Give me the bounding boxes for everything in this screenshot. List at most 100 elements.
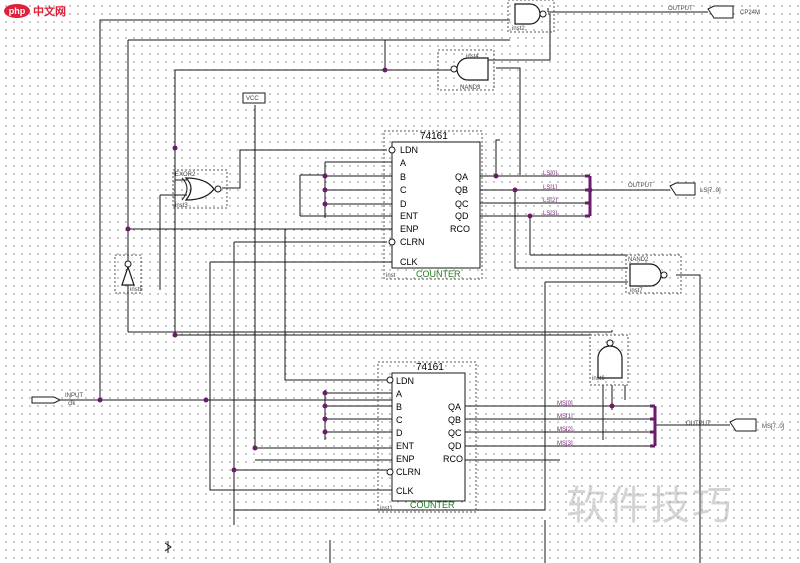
- bus-label-ls0: LS[0]: [543, 171, 557, 177]
- ldn-bubble: [388, 146, 396, 154]
- pin-qa: QA: [455, 172, 468, 182]
- pin-b: B: [400, 172, 406, 182]
- nand-right-label: NAND2: [628, 257, 649, 263]
- junction-dot: [231, 467, 237, 473]
- junction-dot: [322, 173, 328, 179]
- pin-c: C: [396, 415, 403, 425]
- junction-dot: [493, 173, 499, 179]
- cp-port-label: OUTPUT: [668, 6, 693, 12]
- pin-qc: QC: [448, 428, 462, 438]
- pin-rco: RCO: [443, 454, 463, 464]
- junction-dot: [97, 397, 103, 403]
- pin-d: D: [396, 428, 403, 438]
- pin-rco: RCO: [450, 224, 470, 234]
- nand-top-inst: inst2: [512, 26, 525, 32]
- junction-dot: [527, 213, 533, 219]
- pin-ldn: LDN: [400, 145, 418, 155]
- junction-dot: [172, 332, 178, 338]
- junction-dot: [172, 145, 178, 151]
- ms-port-label: OUTPUT: [686, 421, 711, 427]
- marker-symbol: [164, 541, 172, 553]
- output-port-cp24m[interactable]: OUTPUT CP24M: [668, 5, 760, 19]
- bus-label-ls2: LS[2]: [543, 198, 557, 204]
- nand-gate-right[interactable]: NAND2 inst7: [625, 254, 682, 294]
- nand-mid-label: NAND3: [460, 85, 481, 91]
- nand-gate-mid[interactable]: inst4 NAND3: [437, 49, 495, 91]
- pin-qc: QC: [455, 199, 469, 209]
- output-port-ls[interactable]: OUTPUT LS[7..0]: [628, 182, 721, 196]
- ms-port-name: MS[7..0]: [762, 424, 785, 430]
- xnor-inst: inst3: [175, 203, 188, 209]
- php-logo: php 中文网: [3, 3, 93, 24]
- junction-dot: [203, 397, 209, 403]
- bus-label-ms0: MS[0]: [557, 401, 573, 407]
- bus-label-ms1: MS[1]: [557, 414, 573, 420]
- bus-label-ms3: MS[3]: [557, 441, 573, 447]
- wires: [60, 8, 730, 563]
- counter-top-part: 74161: [420, 131, 448, 142]
- pin-clrn: CLRN: [400, 237, 425, 247]
- counter-top-footer: COUNTER: [416, 269, 461, 279]
- pin-a: A: [396, 389, 402, 399]
- inverter-left-inst: inst5: [130, 287, 143, 293]
- pin-enp: ENP: [396, 454, 415, 464]
- pin-clk: CLK: [400, 257, 418, 267]
- input-port-name: clk: [68, 401, 76, 407]
- pin-enp: ENP: [400, 224, 419, 234]
- junction-dot: [252, 445, 258, 451]
- output-port-ms[interactable]: OUTPUT MS[7..0]: [686, 418, 785, 432]
- counter-74161-bottom[interactable]: 74161 LDN A B C D ENT ENP CLRN CLK QA QB…: [377, 361, 477, 513]
- junction-dot: [322, 201, 328, 207]
- bus-ms: [650, 404, 657, 448]
- junction-dot: [322, 403, 328, 409]
- watermark: 软件技巧: [566, 483, 734, 529]
- pin-qd: QD: [448, 441, 462, 451]
- xnor-label: EXOR2: [175, 172, 196, 178]
- junction-dot: [382, 67, 388, 73]
- nand-gate-top[interactable]: inst2: [507, 0, 555, 33]
- cp-port-name: CP24M: [740, 10, 760, 16]
- pin-c: C: [400, 185, 407, 195]
- pin-qb: QB: [455, 185, 468, 195]
- pin-a: A: [400, 158, 406, 168]
- junctions: [97, 67, 615, 473]
- pin-d: D: [400, 199, 407, 209]
- inv-top-inst: inst4: [466, 54, 479, 60]
- nand-vertical-inst: inst6: [592, 376, 605, 382]
- bus-label-ls1: LS[1]: [543, 185, 557, 191]
- pin-ldn: LDN: [396, 376, 414, 386]
- input-port-clk[interactable]: INPUT clk: [31, 393, 83, 407]
- pin-qd: QD: [455, 211, 469, 221]
- pin-qb: QB: [448, 415, 461, 425]
- xnor-gate[interactable]: EXOR2 inst3: [172, 169, 228, 209]
- junction-dot: [512, 187, 518, 193]
- junction-dot: [322, 390, 328, 396]
- pin-b: B: [396, 402, 402, 412]
- logo-php-text: php: [9, 6, 26, 16]
- junction-dot: [322, 187, 328, 193]
- clrn-bubble: [386, 468, 394, 476]
- bus-label-ls3: LS[3]: [543, 211, 557, 217]
- counter-bottom-part: 74161: [416, 362, 444, 373]
- vcc-symbol: VCC: [242, 92, 266, 104]
- pin-ent: ENT: [400, 211, 419, 221]
- vcc-label: VCC: [246, 96, 259, 102]
- junction-dot: [322, 416, 328, 422]
- clrn-bubble: [388, 238, 396, 246]
- pin-clrn: CLRN: [396, 467, 421, 477]
- ls-port-label: OUTPUT: [628, 183, 653, 189]
- counter-74161-top[interactable]: 74161 LDN A B C D ENT ENP CLRN CLK QA QB…: [383, 130, 483, 280]
- pin-clk: CLK: [396, 486, 414, 496]
- ls-port-name: LS[7..0]: [700, 188, 721, 194]
- ldn-bubble: [386, 376, 394, 384]
- logo-cn-text: 中文网: [33, 4, 66, 18]
- nand-gate-vertical[interactable]: inst6: [589, 334, 629, 386]
- junction-dot: [609, 403, 615, 409]
- junction-dot: [125, 226, 131, 232]
- input-port-label: INPUT: [65, 393, 83, 399]
- bus-ls: [585, 174, 592, 218]
- inverter-left[interactable]: inst5: [114, 254, 143, 294]
- nand-right-inst: inst7: [630, 288, 643, 294]
